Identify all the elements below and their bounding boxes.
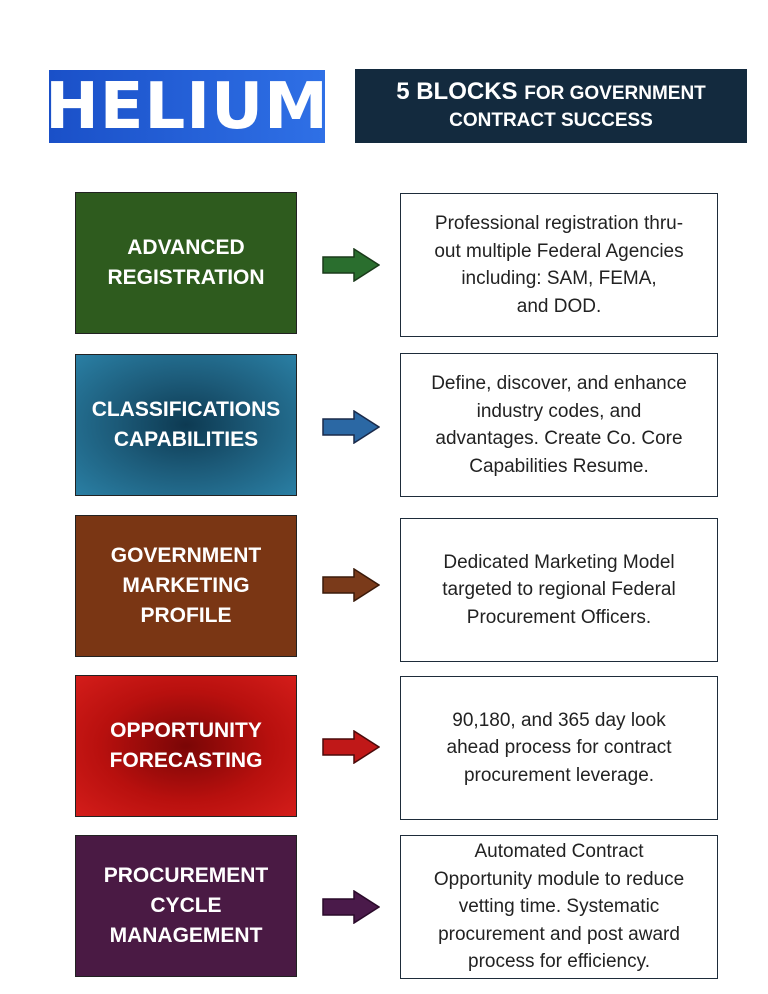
- arrow-shape: [322, 410, 380, 444]
- helium-logo: HELIUM: [45, 70, 328, 143]
- title-line-1: 5 BLOCKS FOR GOVERNMENT: [355, 78, 747, 108]
- title-rest: FOR GOVERNMENT: [524, 83, 706, 104]
- description-text: Dedicated Marketing Model targeted to re…: [442, 551, 676, 628]
- description-box: Automated Contract Opportunity module to…: [400, 835, 718, 979]
- block-government-marketing-profile: GOVERNMENT MARKETING PROFILE: [75, 515, 297, 657]
- block-label: CLASSIFICATIONS CAPABILITIES: [91, 398, 281, 451]
- description-text: 90,180, and 365 day look ahead process f…: [446, 709, 672, 786]
- description-box: Professional registration thru- out mult…: [400, 193, 718, 337]
- description-box: Define, discover, and enhance industry c…: [400, 353, 718, 497]
- arrow-shape: [322, 568, 380, 602]
- title-banner: 5 BLOCKS FOR GOVERNMENT CONTRACT SUCCESS: [355, 69, 747, 143]
- right-arrow-icon: [322, 730, 380, 764]
- block-label: PROCUREMENT CYCLE MANAGEMENT: [103, 864, 269, 947]
- right-arrow-icon: [322, 248, 380, 282]
- block-classifications-capabilities: CLASSIFICATIONS CAPABILITIES: [75, 354, 297, 496]
- description-box: Dedicated Marketing Model targeted to re…: [400, 518, 718, 662]
- block-label: OPPORTUNITY FORECASTING: [109, 719, 263, 772]
- block-label: ADVANCED REGISTRATION: [107, 236, 265, 289]
- arrow-shape: [322, 890, 380, 924]
- description-text: Professional registration thru- out mult…: [434, 213, 684, 317]
- block-opportunity-forecasting: OPPORTUNITY FORECASTING: [75, 675, 297, 817]
- title-number: 5 BLOCKS: [396, 78, 518, 105]
- description-text: Automated Contract Opportunity module to…: [433, 841, 685, 973]
- arrow-shape: [322, 248, 380, 282]
- title-line-2: CONTRACT SUCCESS: [449, 110, 653, 131]
- description-text: Define, discover, and enhance industry c…: [431, 373, 687, 477]
- description-box: 90,180, and 365 day look ahead process f…: [400, 676, 718, 820]
- right-arrow-icon: [322, 410, 380, 444]
- right-arrow-icon: [322, 890, 380, 924]
- block-procurement-cycle-management: PROCUREMENT CYCLE MANAGEMENT: [75, 835, 297, 977]
- logo-text: HELIUM: [45, 69, 329, 144]
- arrow-shape: [322, 730, 380, 764]
- right-arrow-icon: [322, 568, 380, 602]
- block-label: GOVERNMENT MARKETING PROFILE: [110, 544, 262, 627]
- block-advanced-registration: ADVANCED REGISTRATION: [75, 192, 297, 334]
